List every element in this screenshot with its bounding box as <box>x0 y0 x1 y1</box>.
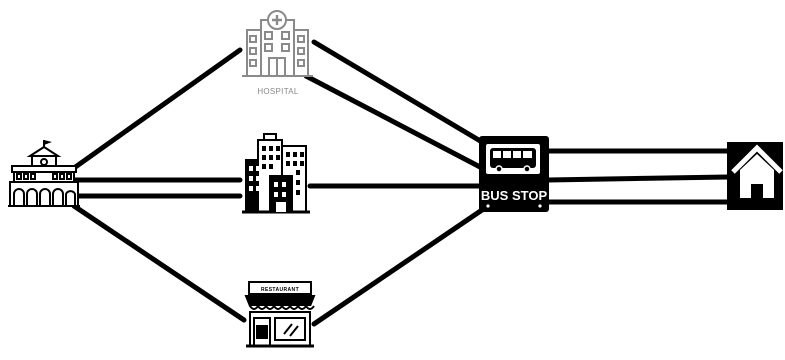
city-buildings-icon <box>242 133 310 214</box>
line-hospital-busstop-2 <box>303 73 485 171</box>
line-hospital-busstop-1 <box>311 39 485 145</box>
school-icon <box>8 140 80 207</box>
line-busstop-home-2 <box>545 174 731 183</box>
line-school-hospital <box>71 47 243 171</box>
bus-stop-icon <box>479 136 549 212</box>
line-school-restaurant <box>71 203 247 323</box>
house-icon <box>727 142 783 210</box>
hospital-label: HOSPITAL <box>257 87 299 96</box>
restaurant-icon <box>244 281 316 348</box>
hospital-icon <box>242 10 313 77</box>
line-restaurant-busstop <box>311 207 485 327</box>
restaurant-sign: RESTAURANT <box>261 287 299 293</box>
connection-lines <box>71 39 731 327</box>
bus-stop-label: BUS STOP <box>481 188 548 203</box>
